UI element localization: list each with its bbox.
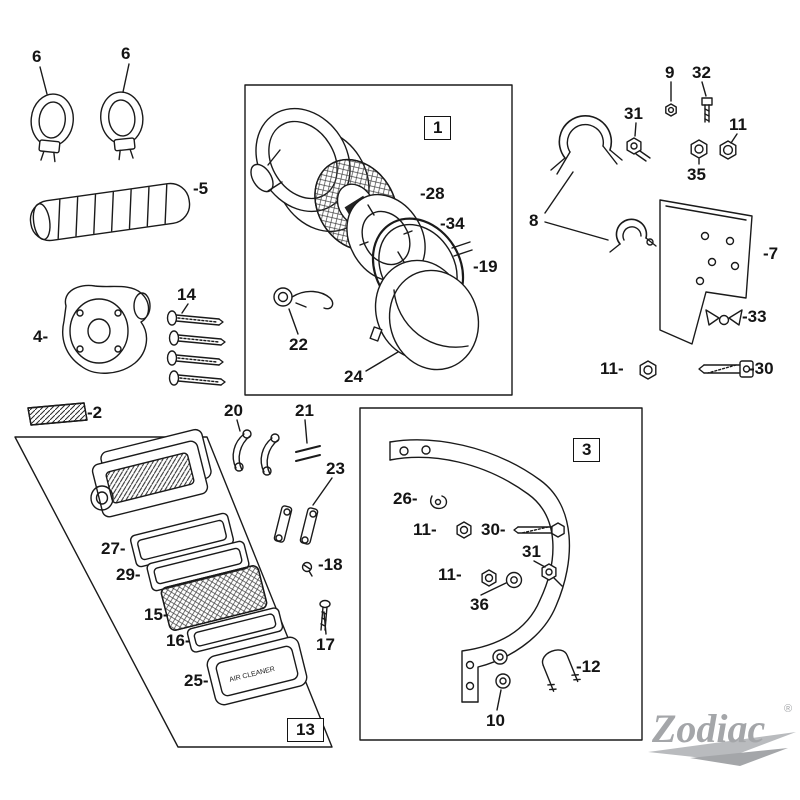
strap-clamp-small <box>609 218 657 253</box>
bolt-31-lower <box>541 563 563 587</box>
registered-trademark-icon: ® <box>784 703 792 715</box>
filter-element-15 <box>160 565 268 631</box>
group-box-3 <box>359 407 643 741</box>
hook-bolt <box>273 287 334 310</box>
zodiac-logo: Zodiac ® <box>648 703 796 766</box>
mounting-screws <box>166 310 226 386</box>
leader-lines <box>39 63 738 711</box>
air-cleaner-cover <box>369 259 480 371</box>
support-bracket-20 <box>232 429 280 476</box>
nut-11-a <box>456 521 472 539</box>
filter-frame-16 <box>186 607 284 653</box>
clip-26 <box>430 495 448 510</box>
zodiac-logo-text: Zodiac <box>651 706 766 751</box>
nut-9 <box>665 103 677 117</box>
bolt-31-upper <box>626 137 651 162</box>
nut-35 <box>690 139 708 159</box>
bolt-32 <box>701 97 713 123</box>
breather-elbow <box>62 284 151 374</box>
breather-hose <box>29 182 191 242</box>
washer-36 <box>505 571 523 589</box>
hose-clamp-right <box>100 91 144 161</box>
support-bracket <box>389 439 571 703</box>
hose-clamp-left <box>30 93 74 163</box>
strap-clamp-large <box>550 114 623 175</box>
backplate-assembly <box>90 428 212 518</box>
screw-30-b <box>513 522 565 538</box>
gasket-strip <box>27 402 88 426</box>
screw-18 <box>301 561 313 577</box>
washers-10 <box>492 649 511 689</box>
pins-21 <box>295 445 321 462</box>
group-box-1 <box>244 84 513 396</box>
u-bolt-12 <box>541 649 581 692</box>
logo-swoosh-2 <box>690 748 788 766</box>
nut-11-upper <box>719 140 737 160</box>
mount-bracket-plate <box>659 199 753 345</box>
nut-11-b <box>481 569 497 587</box>
nut-11-lower-right <box>639 360 657 380</box>
straps-23 <box>273 505 319 545</box>
wing-nut-33 <box>705 309 743 326</box>
cover-25: AIR CLEANER <box>206 636 308 706</box>
allen-screw-30 <box>698 360 754 378</box>
group-box-13 <box>14 436 333 748</box>
logo-swoosh <box>648 732 796 760</box>
